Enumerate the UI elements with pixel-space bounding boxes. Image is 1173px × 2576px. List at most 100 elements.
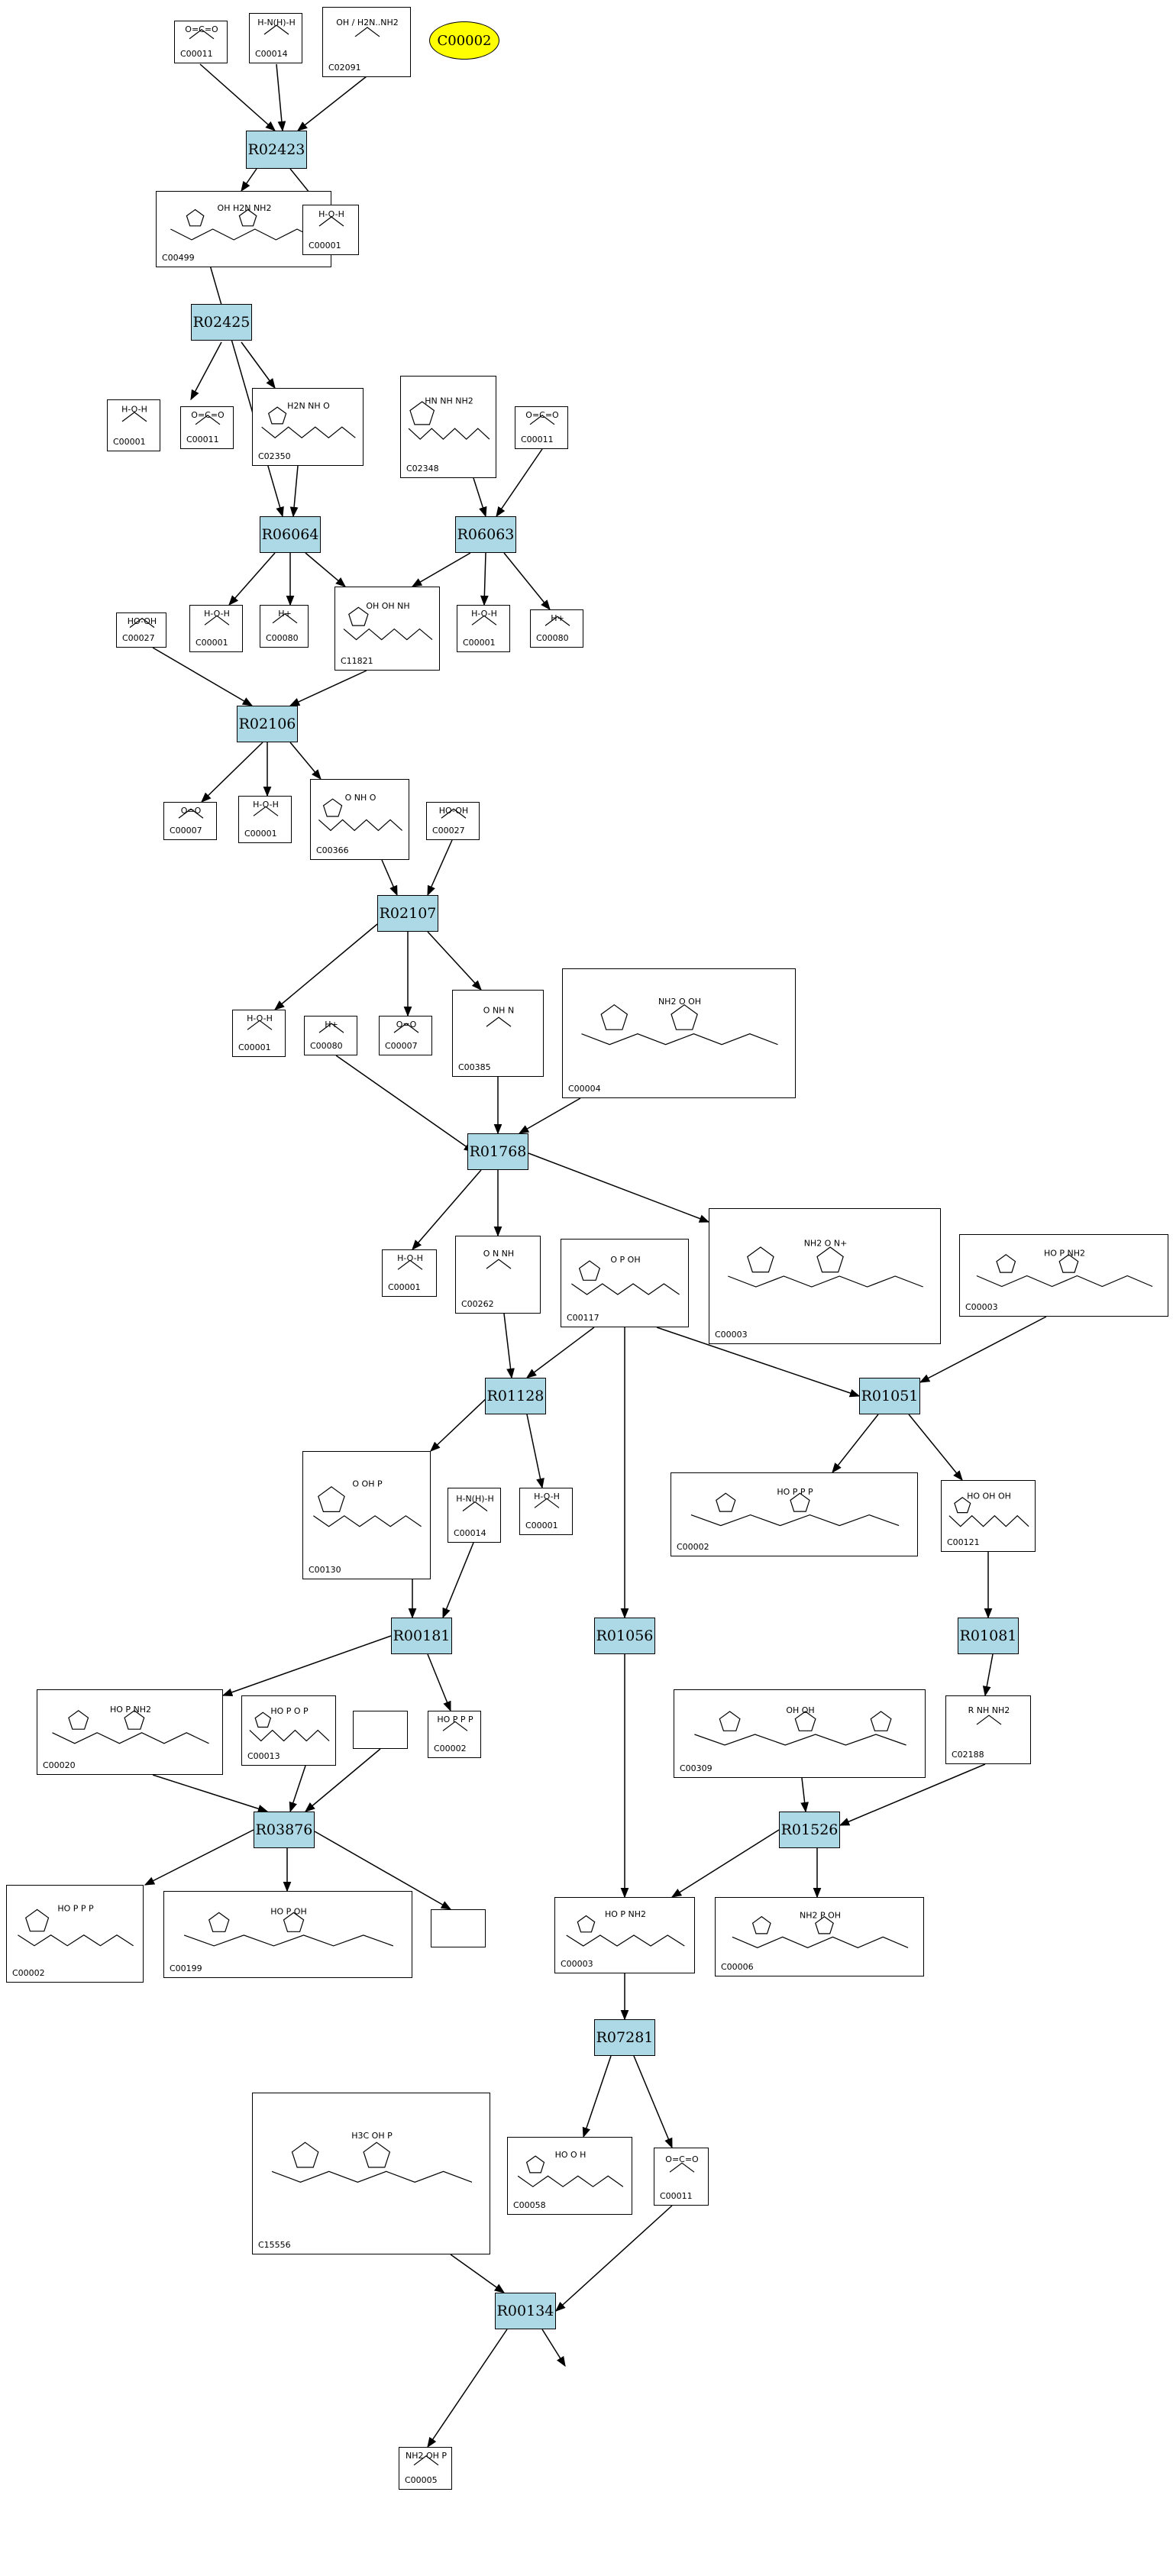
empty-node[interactable] (431, 1909, 486, 1947)
reaction-label: R01526 (780, 1821, 839, 1838)
compound-id-label: C00130 (309, 1565, 341, 1575)
reaction-node-r03876[interactable]: R03876 (254, 1812, 315, 1848)
reaction-node-r01128[interactable]: R01128 (485, 1378, 546, 1414)
reaction-node-r02425[interactable]: R02425 (191, 304, 252, 341)
structure-atoms: OH / H2N..NH2 (336, 18, 399, 27)
structure-atoms: H-O-H (247, 1013, 273, 1023)
compound-structure: H-O-H (121, 405, 147, 422)
empty-node[interactable] (353, 1711, 408, 1749)
reaction-node-r01768[interactable]: R01768 (467, 1133, 528, 1170)
compound-id-label: C00020 (43, 1760, 76, 1770)
compound-structure: HO-OH (439, 806, 468, 819)
highlight-node-c00002[interactable]: C00002 (429, 21, 499, 60)
edge-arrow (656, 1327, 861, 1398)
reaction-node-r02107[interactable]: R02107 (377, 895, 438, 932)
structure-atoms: H-O-H (318, 209, 344, 219)
reaction-node-r02423[interactable]: R02423 (246, 131, 307, 169)
reaction-node-r06064[interactable]: R06064 (260, 516, 321, 553)
edge-arrow (273, 923, 378, 1010)
structure-atoms: HO-OH (439, 806, 468, 816)
compound-node-c00003[interactable]: NH2 O N+C00003 (709, 1208, 941, 1344)
compound-structure: O NH O (318, 793, 403, 832)
compound-id-label: C15556 (258, 2240, 291, 2250)
compound-node-c00080[interactable]: H+C00080 (304, 1016, 357, 1055)
reaction-node-r06063[interactable]: R06063 (455, 516, 516, 553)
compound-structure: NH2 OH P (406, 2451, 447, 2466)
reaction-label: R06064 (261, 526, 319, 543)
compound-node-c00130[interactable]: O OH P C00130 (302, 1451, 431, 1579)
compound-structure: O=O (393, 1020, 419, 1033)
reaction-node-r01081[interactable]: R01081 (958, 1618, 1019, 1654)
edge-arrow (526, 1414, 544, 1489)
edge-arrow (982, 1653, 994, 1697)
reaction-node-r01056[interactable]: R01056 (594, 1618, 655, 1654)
reaction-node-r00134[interactable]: R00134 (495, 2293, 556, 2329)
compound-id-label: C02091 (328, 63, 361, 73)
edge-arrow (496, 448, 543, 518)
reaction-node-r07281[interactable]: R07281 (594, 2019, 655, 2056)
structure-atoms: H+ (278, 609, 292, 619)
reaction-node-r01526[interactable]: R01526 (779, 1812, 840, 1848)
compound-id-label: C00262 (461, 1299, 494, 1309)
reaction-node-r01051[interactable]: R01051 (859, 1378, 920, 1414)
reaction-node-r00181[interactable]: R00181 (391, 1618, 452, 1654)
edge-arrow (221, 1635, 392, 1697)
reaction-label: R02106 (238, 716, 296, 732)
reaction-label: R01051 (861, 1388, 919, 1404)
compound-id-label: C00027 (122, 633, 155, 643)
compound-id-label: C00001 (244, 829, 277, 839)
compound-node-c00080[interactable]: H+C00080 (530, 609, 583, 648)
compound-structure: OH OH (694, 1705, 906, 1746)
compound-node-c00080[interactable]: H+C00080 (260, 605, 309, 648)
structure-atoms: O OH P (352, 1479, 383, 1489)
reaction-node-r02106[interactable]: R02106 (237, 706, 298, 742)
compound-structure: HO P P P (690, 1487, 900, 1527)
compound-id-label: C00199 (170, 1964, 202, 1973)
compound-id-label: C00003 (965, 1302, 998, 1312)
compound-structure: O P OH (571, 1255, 680, 1295)
structure-atoms: O=C=O (665, 2154, 699, 2164)
